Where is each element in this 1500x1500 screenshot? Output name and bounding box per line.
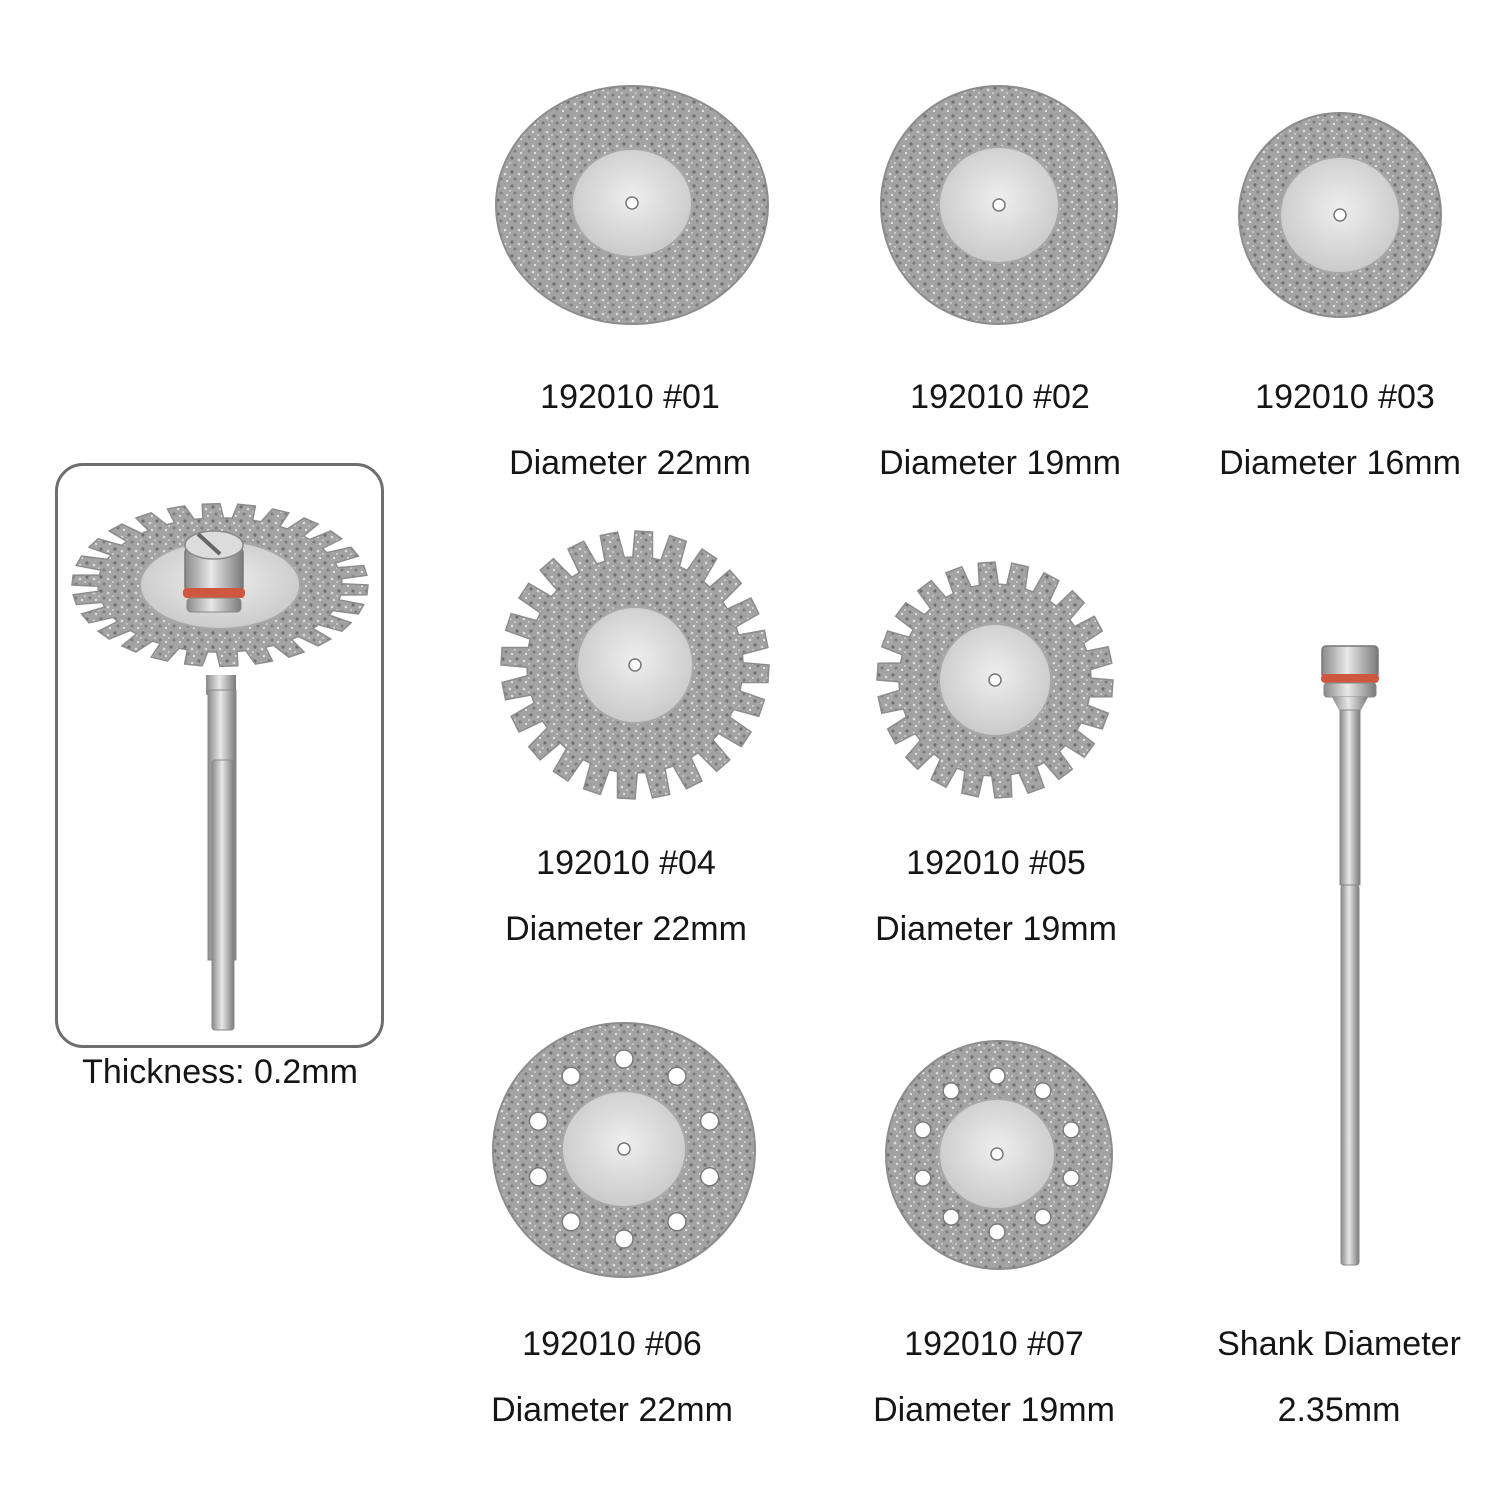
disc-02-code: 192010 #02 xyxy=(910,378,1090,416)
detail-frame xyxy=(55,463,384,1048)
disc-07-diameter: Diameter 19mm xyxy=(873,1391,1115,1429)
disc-02-diameter: Diameter 19mm xyxy=(879,444,1121,482)
mandrel-label-line2: 2.35mm xyxy=(1277,1391,1401,1429)
disc-05-image xyxy=(876,561,1114,799)
disc-05-code: 192010 #05 xyxy=(906,844,1086,882)
disc-07-image xyxy=(885,1040,1113,1270)
disc-01-image xyxy=(495,85,769,325)
disc-03-diameter: Diameter 16mm xyxy=(1219,444,1461,482)
disc-03-image xyxy=(1238,112,1442,318)
disc-04-image xyxy=(500,530,770,800)
mandrel-label-line1: Shank Diameter xyxy=(1217,1325,1461,1363)
disc-01-diameter: Diameter 22mm xyxy=(509,444,751,482)
disc-04-diameter: Diameter 22mm xyxy=(505,910,747,948)
disc-04-code: 192010 #04 xyxy=(536,844,716,882)
disc-07-code: 192010 #07 xyxy=(904,1325,1084,1363)
assembled-disc-image xyxy=(71,502,369,1031)
disc-03-code: 192010 #03 xyxy=(1255,378,1435,416)
thickness-label: Thickness: 0.2mm xyxy=(82,1053,358,1091)
disc-05-diameter: Diameter 19mm xyxy=(875,910,1117,948)
mandrel-image xyxy=(1321,645,1379,1266)
disc-06-code: 192010 #06 xyxy=(522,1325,702,1363)
disc-01-code: 192010 #01 xyxy=(540,378,720,416)
disc-02-image xyxy=(880,85,1118,325)
disc-06-image xyxy=(492,1022,756,1278)
disc-06-diameter: Diameter 22mm xyxy=(491,1391,733,1429)
